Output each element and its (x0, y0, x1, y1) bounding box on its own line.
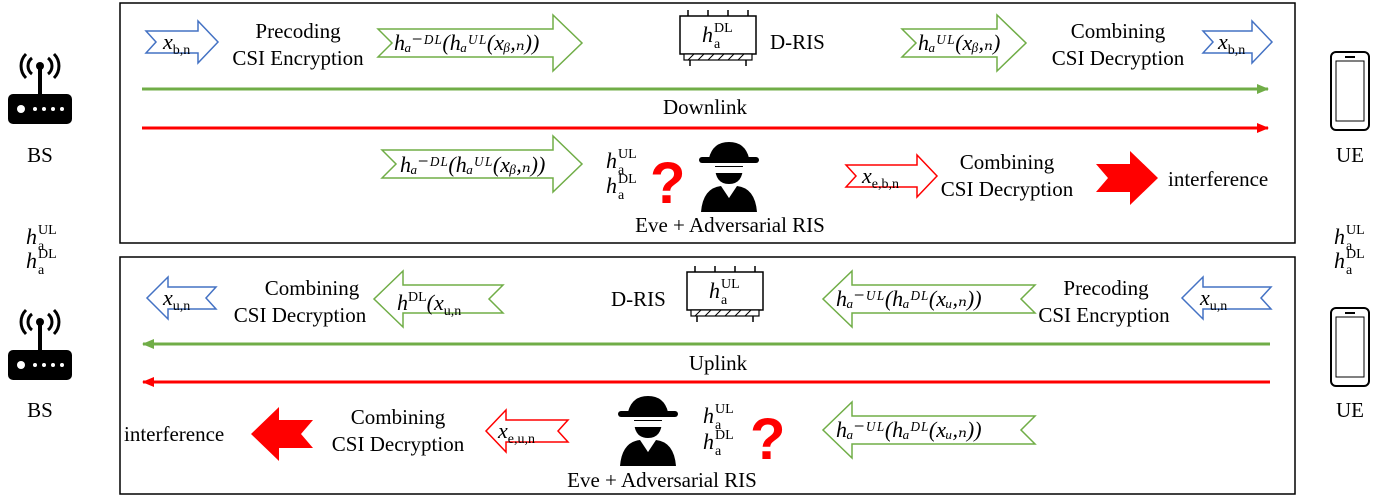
downlink-eve-combining-label: Combining (960, 150, 1055, 174)
uplink-question-mark: ? (750, 407, 785, 472)
downlink-interference-label: interference (1168, 167, 1268, 191)
downlink-eve-signal: hₐ⁻ᴰᴸ(hₐᵁᴸ(xᵦ,ₙ)) (400, 152, 545, 177)
downlink-csi-decryption-label: CSI Decryption (1052, 46, 1185, 70)
svg-text:h: h (26, 224, 37, 249)
bs-keys: h UL a h DL a (26, 223, 57, 278)
uplink-csi-encryption-label: CSI Encryption (1038, 303, 1170, 327)
uplink-symbol-in: xu,n (1199, 285, 1227, 314)
svg-text:h: h (26, 248, 37, 273)
ue-label-top: UE (1336, 143, 1364, 167)
downlink-ris-label: D-RIS (770, 30, 825, 54)
downlink-ris-channel: h (702, 22, 713, 47)
uplink-eve-symbol-arrow (484, 408, 570, 454)
ue-label-bottom: UE (1336, 398, 1364, 422)
downlink-symbol-out: xb,n (1217, 29, 1245, 58)
uplink-symbol-out-arrow (145, 275, 218, 321)
uplink-eve-csi-decryption-label: CSI Decryption (332, 432, 465, 456)
phone-icon (1330, 51, 1370, 131)
uplink-decrypted-signal: hDL(xu,n (397, 290, 461, 319)
uplink-label: Uplink (689, 351, 748, 375)
ris-icon (679, 10, 757, 66)
downlink-eve-key-dl-sup: DL (618, 172, 637, 187)
uplink-ris-channel: h (709, 278, 720, 303)
downlink-eve-key-dl: h (606, 173, 617, 198)
ue-keys: h UL a h DL a (1334, 223, 1365, 278)
downlink-symbol-out-arrow (1201, 19, 1274, 65)
uplink-encrypted-signal: hₐ⁻ᵁᴸ(hₐᴰᴸ(xᵤ,ₙ)) (836, 286, 982, 311)
downlink-precoding-label: Precoding (255, 19, 341, 43)
uplink-symbol-out: xu,n (162, 285, 190, 314)
bs-label-top: BS (27, 143, 53, 167)
uplink-decrypted-arrow (372, 269, 505, 329)
uplink-combining-label: Combining (265, 276, 360, 300)
uplink-eve-key-ul-sup: UL (715, 402, 734, 417)
downlink-csi-encryption-label: CSI Encryption (232, 46, 364, 70)
downlink-encrypted-arrow (376, 13, 584, 73)
uplink-csi-decryption-label: CSI Decryption (234, 303, 367, 327)
downlink-after-ris-signal: hₐᵁᴸ(xᵦ,ₙ) (918, 30, 1000, 55)
uplink-interference-label: interference (124, 422, 224, 446)
downlink-after-ris-arrow (900, 13, 1028, 73)
ris-icon (686, 266, 764, 322)
uplink-eve-key-ul: h (703, 403, 714, 428)
svg-text:UL: UL (1346, 223, 1365, 238)
uplink-eve-key-dl-sub: a (715, 444, 722, 459)
svg-text:UL: UL (38, 223, 57, 238)
downlink-encrypted-signal: hₐ⁻ᴰᴸ(hₐᵁᴸ(xᵦ,ₙ)) (394, 30, 539, 55)
downlink-ris-channel-sub: a (714, 37, 721, 52)
uplink-encrypted-arrow (821, 269, 1037, 329)
downlink-panel (119, 2, 1296, 244)
downlink-eve-key-ul-sup: UL (618, 147, 637, 162)
downlink-eve-key-ul: h (606, 148, 617, 173)
svg-text:a: a (1346, 239, 1353, 254)
svg-text:a: a (38, 263, 45, 278)
uplink-ris-channel-sup: UL (721, 277, 740, 292)
router-icon (8, 52, 72, 124)
uplink-eve-label: Eve + Adversarial RIS (567, 468, 757, 492)
downlink-eve-symbol: xe,b,n (861, 163, 899, 192)
downlink-interference-arrow (1096, 151, 1158, 205)
uplink-eve-key-dl: h (703, 429, 714, 454)
svg-text:DL: DL (1346, 247, 1365, 262)
uplink-eve-symbol: xe,u,n (497, 418, 535, 447)
downlink-combining-label: Combining (1071, 19, 1166, 43)
uplink-panel (119, 256, 1296, 495)
router-icon (8, 308, 72, 380)
spy-icon (699, 142, 759, 212)
uplink-symbol-in-arrow (1180, 275, 1273, 321)
svg-text:h: h (1334, 224, 1345, 249)
downlink-eve-key-ul-sub: a (618, 163, 625, 178)
svg-text:h: h (1334, 248, 1345, 273)
uplink-eve-key-dl-sup: DL (715, 428, 734, 443)
uplink-ris-label: D-RIS (611, 287, 666, 311)
uplink-precoding-label: Precoding (1063, 276, 1149, 300)
downlink-eve-signal-arrow (380, 134, 584, 194)
downlink-label: Downlink (663, 95, 748, 119)
downlink-eve-symbol-arrow (844, 153, 939, 199)
uplink-interference-arrow (251, 407, 313, 461)
downlink-eve-csi-decryption-label: CSI Decryption (941, 177, 1074, 201)
phone-icon (1330, 307, 1370, 387)
uplink-eve-signal: hₐ⁻ᵁᴸ(hₐᴰᴸ(xᵤ,ₙ)) (836, 417, 982, 442)
downlink-ris-channel-sup: DL (714, 21, 733, 36)
uplink-eve-signal-arrow (821, 400, 1037, 460)
svg-text:a: a (38, 239, 45, 254)
bs-label-bottom: BS (27, 398, 53, 422)
svg-text:DL: DL (38, 247, 57, 262)
uplink-ris-channel-sub: a (721, 293, 728, 308)
downlink-question-mark: ? (650, 151, 685, 216)
uplink-eve-key-ul-sub: a (715, 418, 722, 433)
downlink-symbol-in: xb,n (162, 29, 190, 58)
downlink-eve-label: Eve + Adversarial RIS (635, 213, 825, 237)
spy-icon (618, 396, 678, 466)
downlink-symbol-arrow (144, 19, 220, 65)
uplink-eve-combining-label: Combining (351, 405, 446, 429)
svg-text:a: a (1346, 263, 1353, 278)
downlink-eve-key-dl-sub: a (618, 188, 625, 203)
